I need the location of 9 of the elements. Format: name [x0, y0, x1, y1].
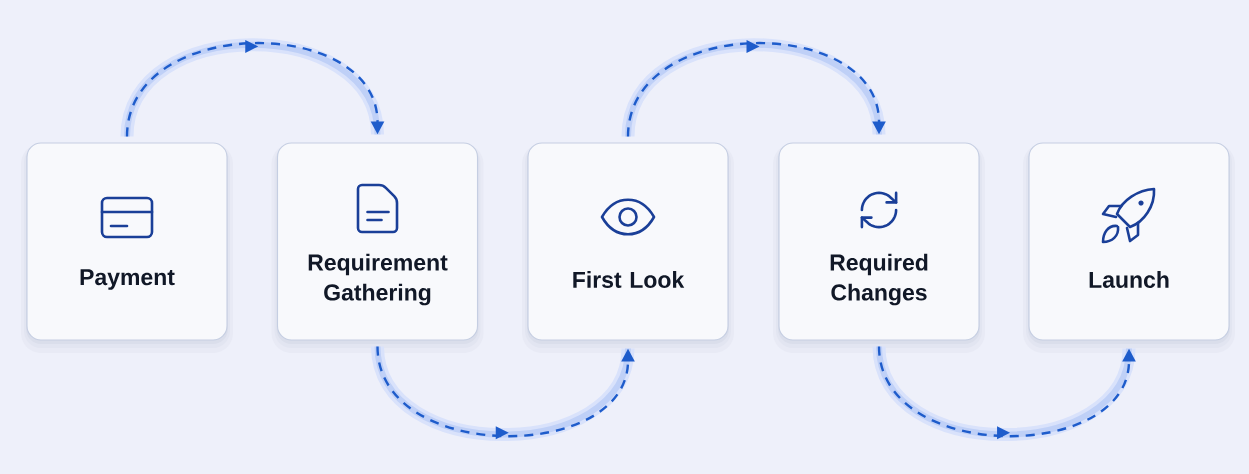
curved-arrow [621, 38, 886, 138]
step-card: Launch [1023, 142, 1235, 353]
step-card: Requirement Gathering [271, 142, 484, 353]
curved-arrow [371, 345, 635, 441]
curved-arrow [120, 38, 385, 138]
step-card: First Look [522, 142, 734, 353]
step-card: Payment [21, 142, 233, 353]
step-card: Required Changes [773, 142, 985, 353]
curved-arrow [872, 345, 1136, 441]
